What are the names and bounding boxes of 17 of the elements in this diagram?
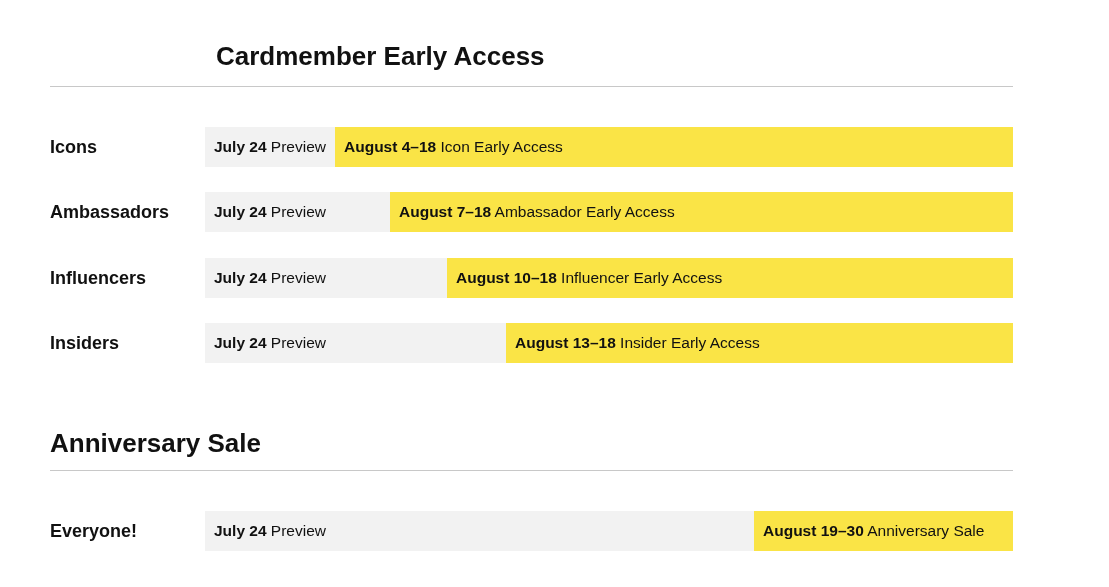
section-heading: Cardmember Early Access — [216, 40, 545, 72]
early-access-bar: August 10–18 Influencer Early Access — [447, 258, 1013, 298]
early-access-bar: August 13–18 Insider Early Access — [506, 323, 1013, 363]
row-label: Influencers — [50, 267, 147, 290]
row-label: Ambassadors — [50, 201, 170, 224]
section-heading: Anniversary Sale — [50, 427, 261, 459]
row-label: Icons — [50, 136, 97, 159]
early-access-bar: August 7–18 Ambassador Early Access — [390, 192, 1013, 232]
row-label: Everyone! — [50, 520, 138, 543]
early-access-bar: August 4–18 Icon Early Access — [335, 127, 1013, 167]
preview-bar: July 24 Preview — [205, 258, 447, 298]
preview-bar: July 24 Preview — [205, 511, 754, 551]
preview-bar: July 24 Preview — [205, 192, 390, 232]
preview-bar: July 24 Preview — [205, 127, 335, 167]
row-label: Insiders — [50, 332, 120, 355]
preview-bar: July 24 Preview — [205, 323, 506, 363]
sale-period-bar: August 19–30 Anniversary Sale — [754, 511, 1013, 551]
